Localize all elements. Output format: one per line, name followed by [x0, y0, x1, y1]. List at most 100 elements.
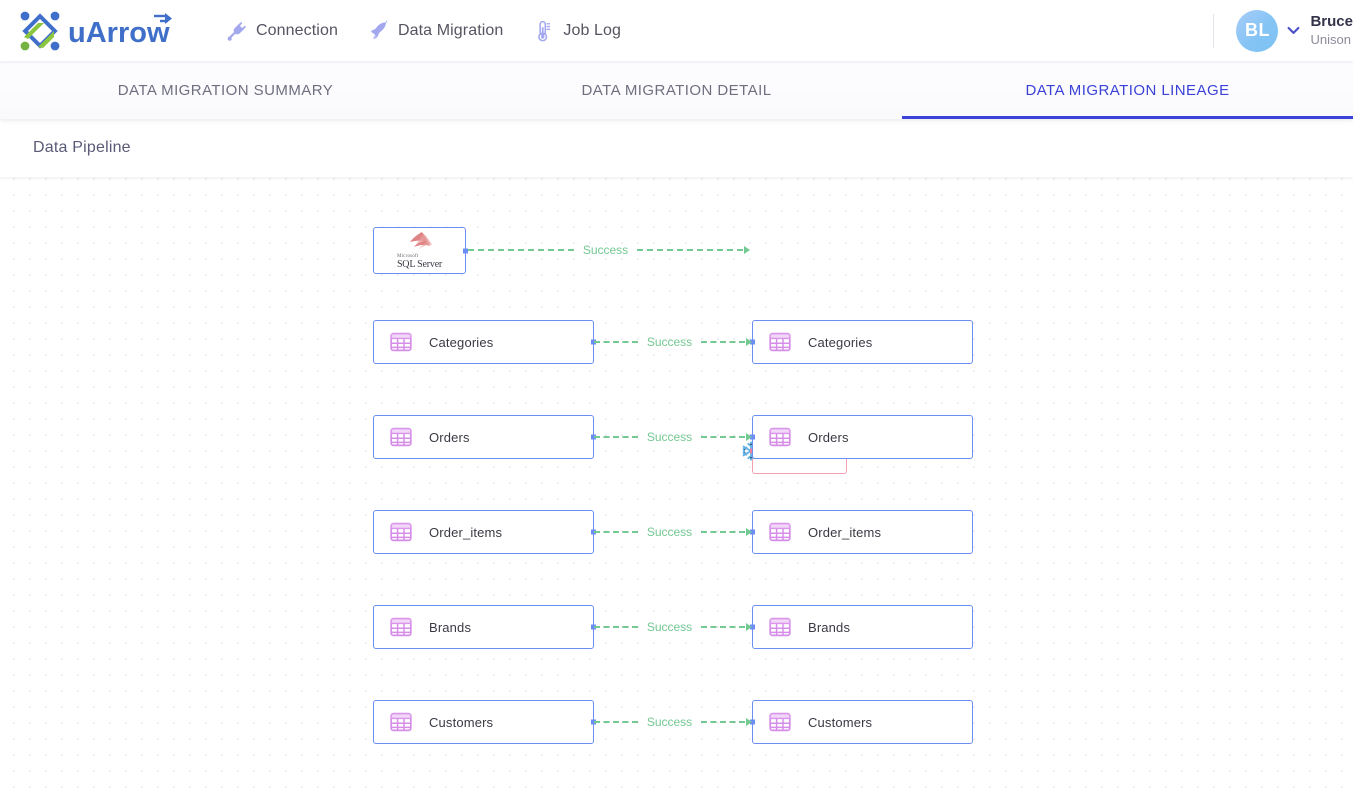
- node-source-table[interactable]: Orders: [373, 415, 596, 459]
- node-table-label: Order_items: [808, 524, 882, 540]
- app-header: uArrow Connection Data Migration: [0, 0, 1353, 61]
- nav-label: Job Log: [563, 21, 622, 39]
- edge-line: [594, 341, 638, 343]
- node-table-label: Orders: [429, 429, 470, 445]
- edge-line: [637, 249, 744, 251]
- table-grid-icon: [769, 427, 791, 447]
- edge-arrow-icon: [746, 338, 753, 346]
- node-table-label: Brands: [808, 619, 851, 635]
- edge-line: [701, 341, 746, 343]
- sub-header: Data Pipeline: [0, 119, 1353, 177]
- node-table-label: Customers: [429, 714, 494, 730]
- nav-item-job-log[interactable]: Job Log: [531, 15, 623, 47]
- edge-line: [594, 626, 638, 628]
- edge-table: Success: [594, 618, 753, 636]
- edge-system: Success: [468, 241, 751, 259]
- tab-bar: DATA MIGRATION SUMMARY DATA MIGRATION DE…: [0, 61, 1353, 119]
- avatar[interactable]: BL: [1236, 9, 1279, 52]
- node-port-out[interactable]: [591, 624, 596, 630]
- edge-arrow-icon: [744, 246, 751, 254]
- node-source-table[interactable]: Categories: [373, 320, 596, 364]
- edge-status-label: Success: [646, 335, 693, 349]
- table-grid-icon: [769, 712, 791, 732]
- node-source-table[interactable]: Customers: [373, 700, 596, 744]
- edge-arrow-icon: [746, 528, 753, 536]
- node-table-label: Brands: [429, 619, 472, 635]
- thermometer-icon: [538, 20, 551, 41]
- node-target-table[interactable]: Orders: [750, 415, 973, 459]
- table-grid-icon: [390, 522, 412, 542]
- node-port-out[interactable]: [591, 339, 596, 345]
- user-menu[interactable]: BL Bruce Unison: [1213, 0, 1353, 61]
- nav-label: Data Migration: [397, 21, 504, 39]
- edge-line: [701, 721, 746, 723]
- edge-table: Success: [594, 713, 753, 731]
- table-grid-icon: [769, 332, 791, 352]
- chevron-down-icon[interactable]: [1287, 26, 1300, 35]
- table-grid-icon: [390, 712, 412, 732]
- node-port-out[interactable]: [591, 434, 596, 440]
- user-org: Unison: [1310, 32, 1351, 47]
- node-port-in[interactable]: [750, 624, 755, 630]
- edge-status-label: Success: [646, 715, 693, 729]
- table-grid-icon: [390, 332, 412, 352]
- edge-arrow-icon: [746, 623, 753, 631]
- brand-wordmark: uArrow: [68, 12, 172, 49]
- page-title: Data Pipeline: [33, 139, 131, 156]
- node-port-in[interactable]: [750, 434, 755, 440]
- table-grid-icon: [390, 427, 412, 447]
- tab-data-migration-lineage[interactable]: DATA MIGRATION LINEAGE: [902, 61, 1353, 119]
- node-source-table[interactable]: Brands: [373, 605, 596, 649]
- nav-item-data-migration[interactable]: Data Migration: [366, 15, 505, 47]
- node-target-table[interactable]: Order_items: [750, 510, 973, 554]
- edge-line: [468, 249, 574, 251]
- tab-data-migration-detail[interactable]: DATA MIGRATION DETAIL: [581, 81, 772, 99]
- edge-line: [594, 531, 638, 533]
- table-grid-icon: [769, 617, 791, 637]
- edge-line: [701, 626, 746, 628]
- plug-icon: [227, 21, 246, 41]
- node-port-out[interactable]: [591, 529, 596, 535]
- node-target-table[interactable]: Customers: [750, 700, 973, 744]
- node-port-out[interactable]: [463, 248, 468, 253]
- svg-text:uArrow: uArrow: [68, 17, 170, 49]
- nav-item-connection[interactable]: Connection: [224, 15, 340, 47]
- node-table-label: Orders: [808, 429, 849, 445]
- node-target-table[interactable]: Categories: [750, 320, 973, 364]
- edge-table: Success: [594, 523, 753, 541]
- node-target-table[interactable]: Brands: [750, 605, 973, 649]
- edge-arrow-icon: [746, 718, 753, 726]
- header-divider: [1213, 13, 1215, 48]
- node-table-label: Categories: [429, 334, 494, 350]
- node-port-in[interactable]: [750, 529, 755, 535]
- diamond-arrow-logo-icon: [20, 11, 60, 50]
- edge-table: Success: [594, 333, 753, 351]
- edge-line: [594, 721, 638, 723]
- edge-status-label: Success: [582, 243, 629, 257]
- edge-status-label: Success: [646, 525, 693, 539]
- edge-status-label: Success: [646, 430, 693, 444]
- edge-line: [594, 436, 638, 438]
- brand-logo[interactable]: uArrow: [18, 9, 180, 53]
- node-port-in[interactable]: [750, 339, 755, 345]
- main-nav: Connection Data Migration Job Log: [224, 15, 623, 47]
- user-name: Bruce: [1310, 13, 1353, 30]
- node-port-in[interactable]: [750, 719, 755, 725]
- nav-label: Connection: [256, 21, 338, 39]
- edge-table: Success: [594, 428, 753, 446]
- node-port-out[interactable]: [591, 719, 596, 725]
- rocket-icon: [371, 19, 388, 39]
- node-table-label: Categories: [808, 334, 873, 350]
- edge-status-label: Success: [646, 620, 693, 634]
- node-source-table[interactable]: Order_items: [373, 510, 596, 554]
- edge-line: [701, 531, 746, 533]
- edge-line: [701, 436, 746, 438]
- node-table-label: Customers: [808, 714, 873, 730]
- table-grid-icon: [390, 617, 412, 637]
- tab-data-migration-summary[interactable]: DATA MIGRATION SUMMARY: [117, 81, 334, 99]
- node-table-label: Order_items: [429, 524, 503, 540]
